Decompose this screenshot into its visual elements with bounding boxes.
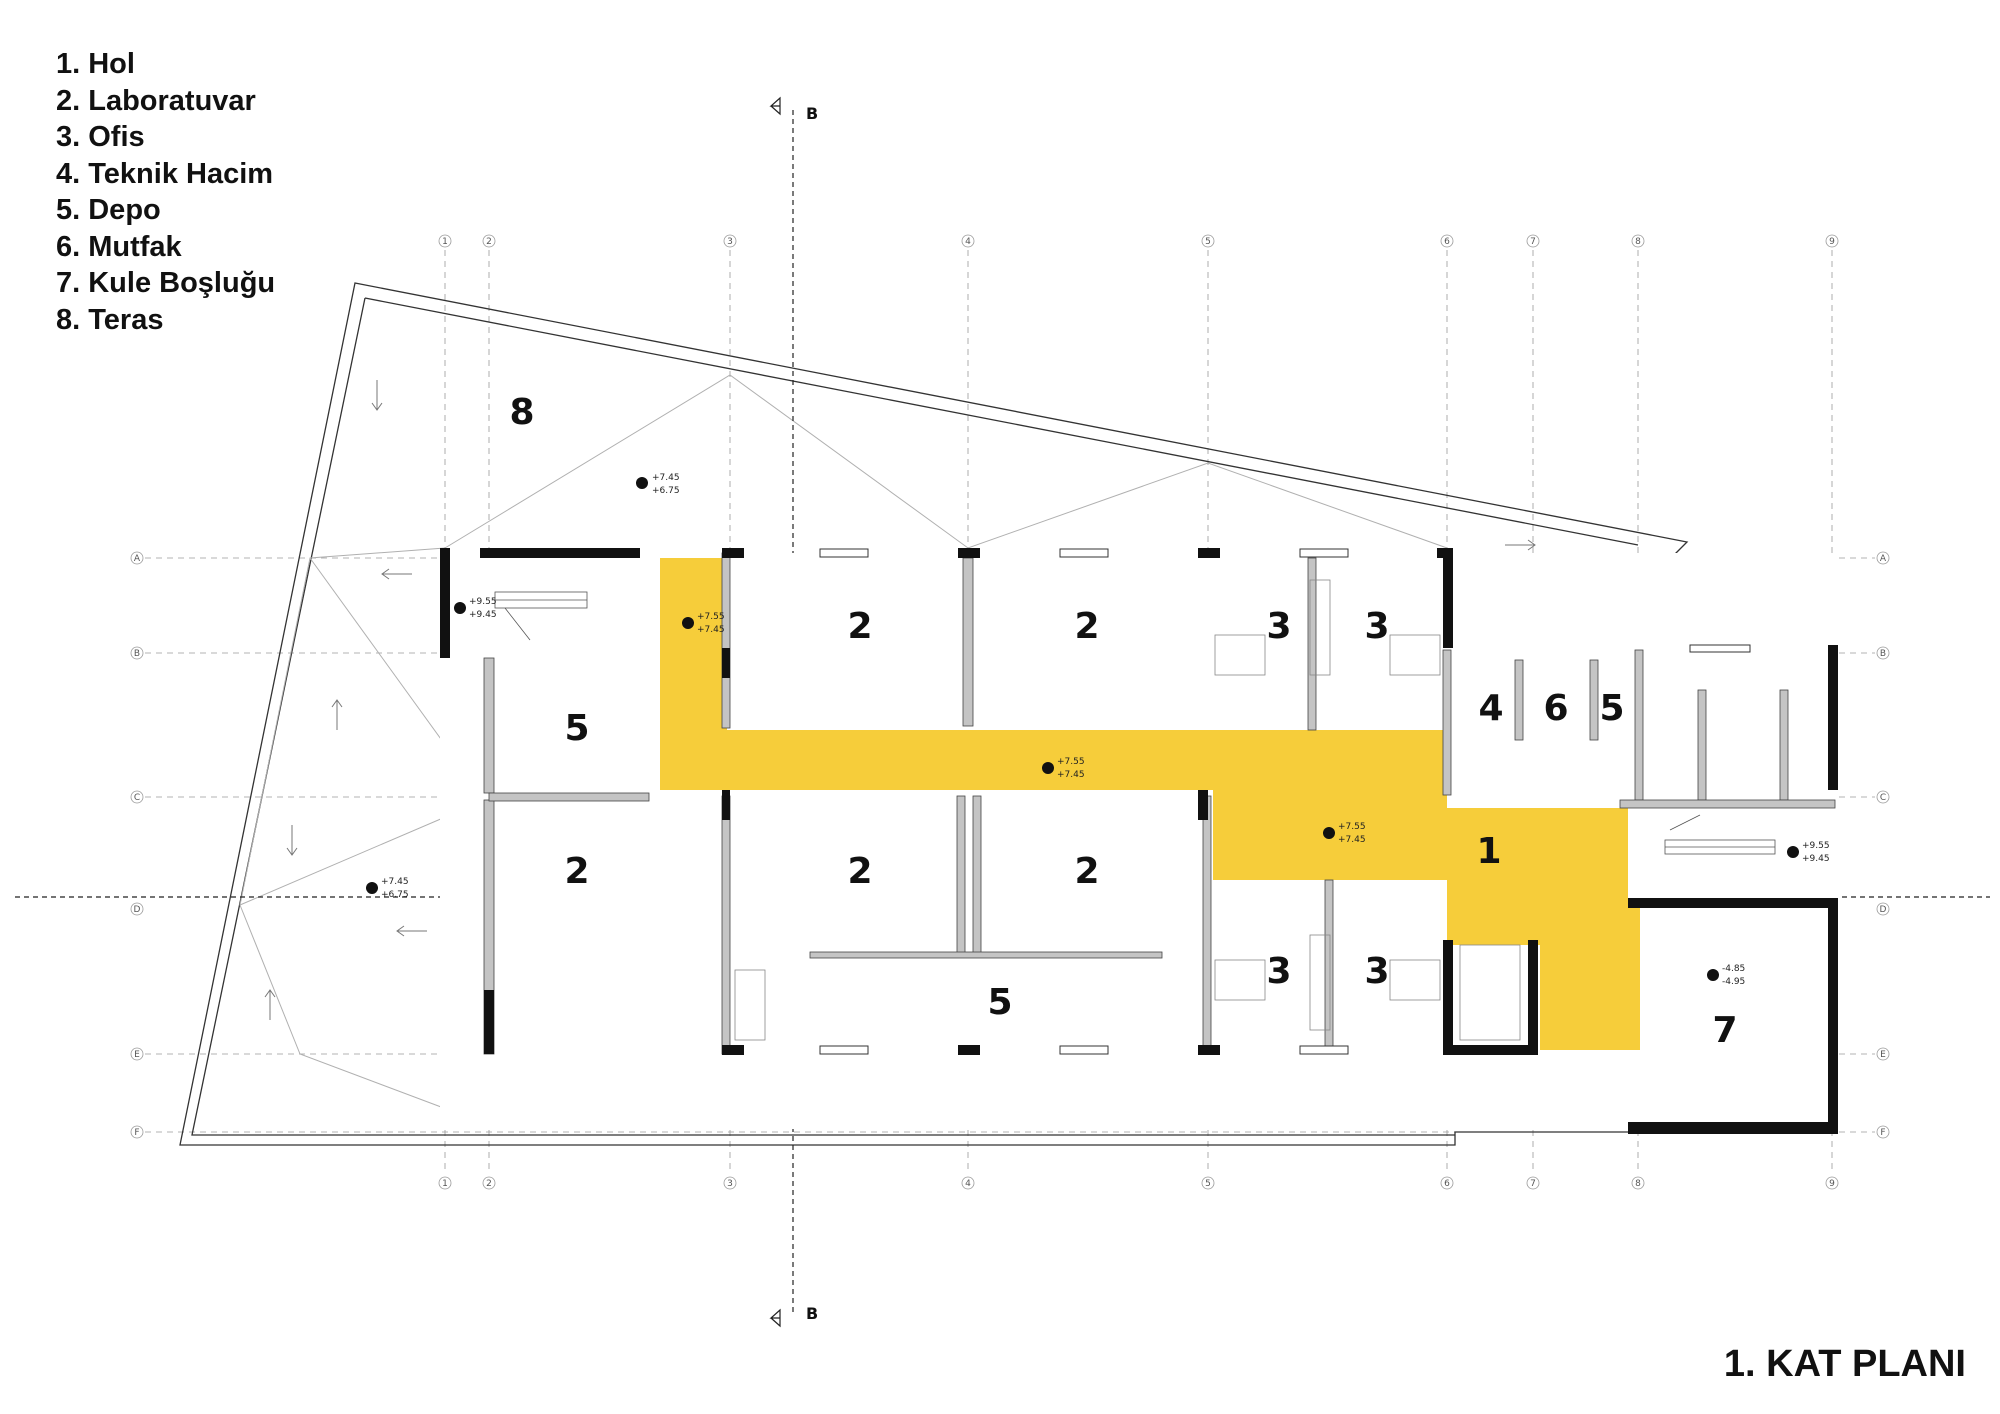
room-number-lab: 2 [847,606,872,647]
grid-col-label-bottom: 1 [442,1179,448,1189]
grid-row-label-right: E [1880,1050,1886,1060]
level-bottom: +7.45 [1338,835,1366,845]
room-number-lab: 2 [847,851,872,892]
level-top: -4.85 [1722,964,1745,974]
room-number-office: 3 [1364,951,1389,992]
grid-row-label-right: F [1880,1128,1885,1138]
level-top: +9.55 [469,597,497,607]
grid-row-label-right: D [1880,905,1887,915]
legend: 1. Hol 2. Laboratuvar 3. Ofis 4. Teknik … [56,46,275,338]
level-bottom: +9.45 [1802,854,1830,864]
grid-col-label-top: 2 [486,237,492,247]
grid-row-label-left: B [134,649,140,659]
grid-col-label-bottom: 9 [1829,1179,1835,1189]
level-top: +7.55 [1338,822,1366,832]
grid-col-label-top: 5 [1205,237,1211,247]
grid-row-label-left: D [134,905,141,915]
room-number-office: 3 [1266,606,1291,647]
exterior-walls [440,548,1838,1134]
level-bottom: +7.45 [697,625,725,635]
section-label-bottom: B [806,1304,818,1323]
grid-col-label-top: 1 [442,237,448,247]
grid-col-label-top: 7 [1530,237,1536,247]
level-top: +9.55 [1802,841,1830,851]
room-number-storage: 5 [1599,688,1624,729]
level-top: +7.55 [697,612,725,622]
legend-item-mutfak: 6. Mutfak [56,230,182,263]
grid-row-label-left: C [134,793,140,803]
section-label-top: B [806,104,818,123]
partitions [483,552,1836,1055]
room-number-office: 3 [1266,951,1291,992]
grid-row-label-left: A [134,554,141,564]
legend-item-depo: 5. Depo [56,194,161,226]
grid-row-label-right: C [1880,793,1886,803]
section-lines [15,110,1990,1315]
level-markers [366,477,1799,981]
room-number-hall: 1 [1476,831,1501,872]
grid-row-label-right: A [1880,554,1887,564]
room-number-kitchen: 6 [1543,688,1568,729]
grid-col-label-bottom: 8 [1635,1179,1641,1189]
section-markers [769,96,781,1328]
stairs-left [494,591,588,641]
plan-title: 1. KAT PLANI [1723,1343,1966,1385]
grid-row-label-right: B [1880,649,1886,659]
level-bottom: -4.95 [1722,977,1745,987]
grid-col-label-top: 8 [1635,237,1641,247]
level-top: +7.55 [1057,757,1085,767]
grid-col-label-bottom: 2 [486,1179,492,1189]
grid-col-label-bottom: 7 [1530,1179,1536,1189]
hall-area [660,558,1640,1050]
grid-col-label-top: 9 [1829,237,1835,247]
room-number-storage: 5 [987,982,1012,1023]
grid-bubbles [130,234,1890,1190]
grid-col-label-bottom: 5 [1205,1179,1211,1189]
room-number-technical: 4 [1478,688,1503,729]
office-furniture [734,579,1521,1041]
legend-item-kule-boslugu: 7. Kule Boşluğu [56,267,276,299]
level-top: +7.45 [652,473,680,483]
level-bottom: +6.75 [652,486,680,496]
room-number-office: 3 [1364,606,1389,647]
room-number-lab: 2 [564,851,589,892]
room-number-tower-void: 7 [1712,1010,1737,1051]
level-top: +7.45 [381,877,409,887]
grid-col-label-top: 4 [965,237,971,247]
room-number-terrace: 8 [509,392,534,433]
grid-col-label-bottom: 3 [727,1179,733,1189]
stairs-right [1664,814,1776,855]
level-bottom: +9.45 [469,610,497,620]
level-bottom: +7.45 [1057,770,1085,780]
room-number-storage: 5 [564,708,589,749]
room-number-lab: 2 [1074,606,1099,647]
legend-item-laboratuvar: 2. Laboratuvar [56,84,256,117]
legend-item-teras: 8. Teras [56,303,164,336]
grid-row-label-left: F [134,1128,139,1138]
grid-col-label-bottom: 6 [1444,1179,1450,1189]
level-bottom: +6.75 [381,890,409,900]
legend-item-teknik-hacim: 4. Teknik Hacim [56,157,274,190]
legend-item-hol: 1. Hol [56,48,135,80]
windows [819,548,1751,1055]
legend-item-ofis: 3. Ofis [56,121,145,153]
grid-row-label-left: E [134,1050,140,1060]
grid-col-label-top: 6 [1444,237,1450,247]
grid-col-label-top: 3 [727,237,733,247]
room-number-lab: 2 [1074,851,1099,892]
grid-col-label-bottom: 4 [965,1179,971,1189]
